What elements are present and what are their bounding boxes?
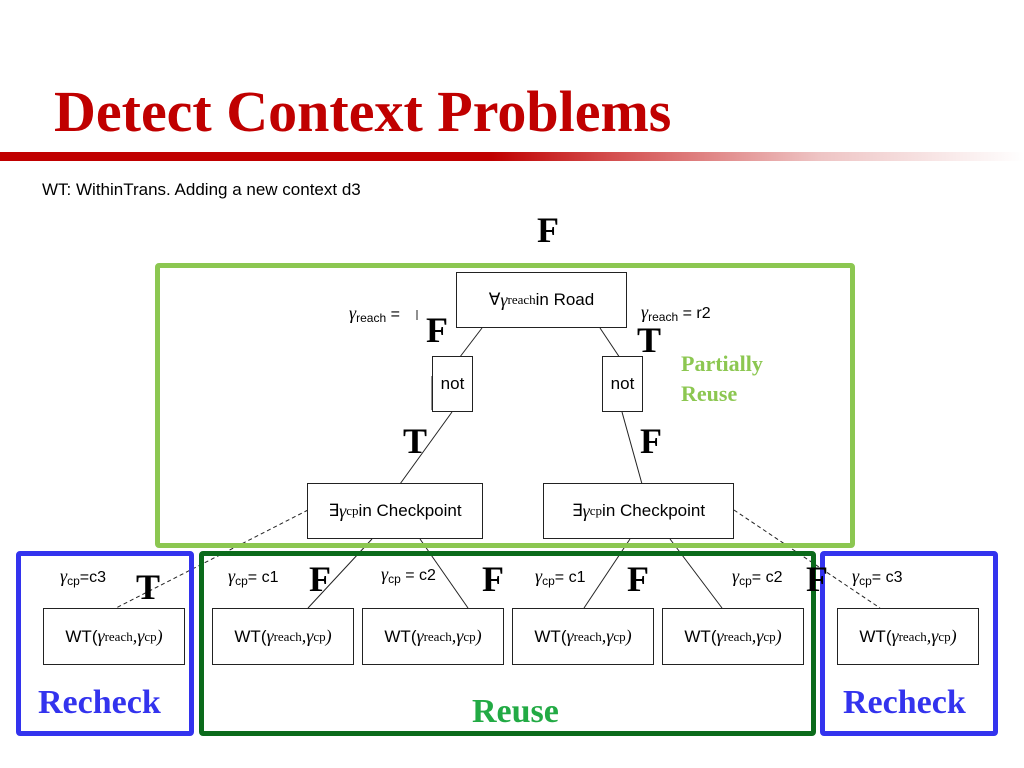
recheck-left-label: Recheck — [38, 684, 161, 721]
leaf2-value: F — [309, 559, 331, 599]
leaf4-value: F — [627, 559, 649, 599]
edge-label-cp-c3-left: γcp=c3 — [60, 566, 107, 588]
edge-not-left-checkpoint — [399, 411, 453, 485]
edge-not-right-checkpoint — [621, 411, 643, 485]
edge-cp2-leaf4 — [583, 538, 631, 609]
partially-reuse-frame — [155, 263, 855, 548]
edge-cp2-leaf5 — [669, 538, 723, 609]
partially-reuse-label: Partially Reuse — [681, 351, 763, 406]
recheck-right-label: Recheck — [843, 684, 966, 721]
not-left-value: T — [403, 421, 428, 461]
edge-label-cp-c1-right: γcp= c1 — [535, 566, 586, 588]
not-right-value: F — [640, 421, 662, 461]
edge-root-not-right — [599, 327, 621, 359]
leaf3-value: F — [482, 559, 504, 599]
not-node-right: not — [602, 356, 643, 412]
title-divider — [0, 152, 1024, 161]
root-left-value: F — [426, 310, 448, 350]
forall-symbol: ∀ — [488, 290, 501, 310]
page-title: Detect Context Problems — [54, 79, 672, 144]
edge-label-cp-c2-left: γcp = c2 — [381, 564, 436, 586]
edge-label-reach-right: γreach = r2 — [641, 302, 711, 324]
reuse-frame — [199, 551, 816, 736]
reuse-label: Reuse — [472, 693, 559, 730]
edge-cp1-leaf2 — [307, 538, 373, 609]
edge-label-cp-c2-right: γcp= c2 — [732, 566, 783, 588]
leaf5-value: F — [806, 559, 828, 599]
edge-cp2-leaf6 — [733, 509, 881, 609]
edge-cp1-leaf1 — [115, 509, 309, 609]
edge-label-reach-left: γreach = — [349, 303, 400, 325]
root-value-top: F — [537, 210, 559, 250]
edge-label-cp-c1-left: γcp= c1 — [228, 566, 279, 588]
edge-label-cp-c3-right: γcp= c3 — [852, 566, 903, 588]
subtitle: WT: WithinTrans. Adding a new context d3 — [42, 180, 361, 199]
root-right-value: T — [637, 320, 662, 360]
not-node-left: not — [432, 356, 473, 412]
edge-cp1-leaf3 — [419, 538, 469, 609]
recheck-right-frame — [820, 551, 998, 736]
recheck-left-frame — [16, 551, 194, 736]
leaf1-value: T — [136, 567, 161, 607]
